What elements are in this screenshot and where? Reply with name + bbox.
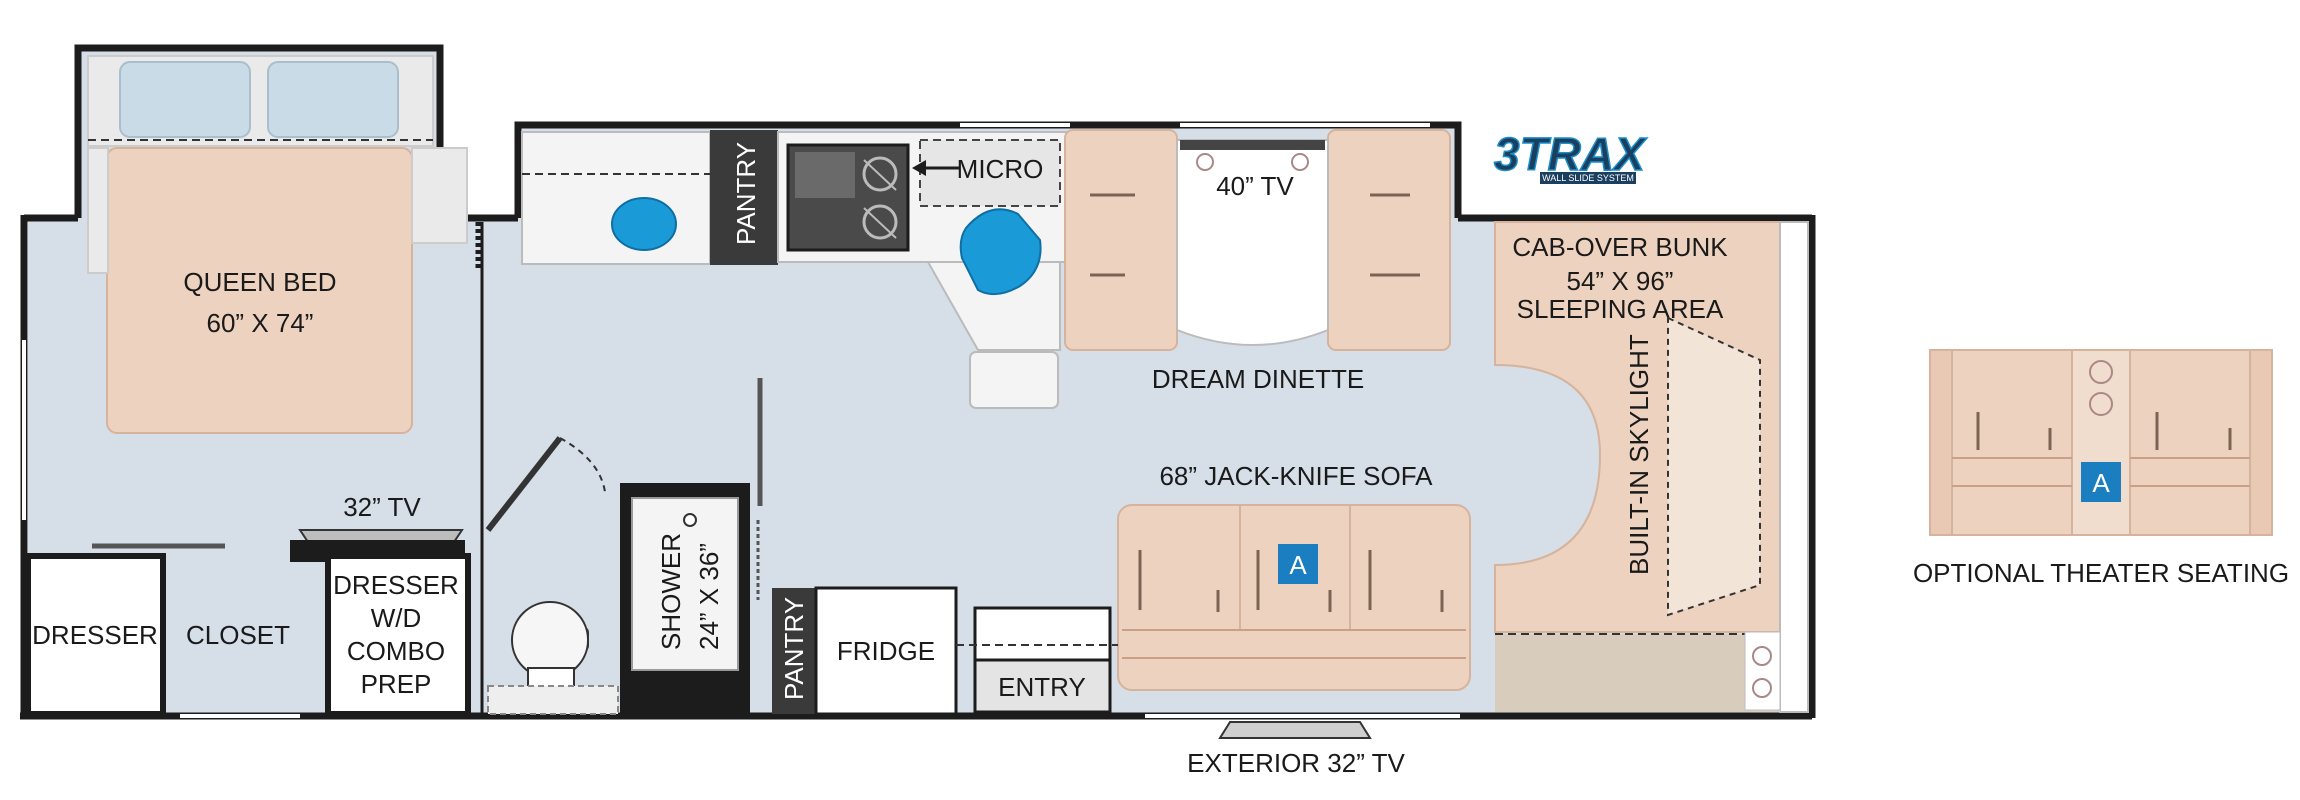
pantry-bottom-label: PANTRY bbox=[779, 597, 809, 700]
entry-label: ENTRY bbox=[998, 672, 1086, 702]
logo-tagline: WALL SLIDE SYSTEM bbox=[1542, 173, 1634, 183]
dresser-left-label: DRESSER bbox=[32, 620, 158, 650]
exterior-tv[interactable]: EXTERIOR 32” TV bbox=[1187, 721, 1406, 778]
bathroom-door[interactable] bbox=[485, 436, 606, 532]
exterior-tv-label: EXTERIOR 32” TV bbox=[1187, 748, 1405, 778]
fridge[interactable]: FRIDGE bbox=[814, 586, 958, 716]
tv-32-label: 32” TV bbox=[343, 492, 421, 522]
micro-label: MICRO bbox=[957, 154, 1044, 184]
closet-label: CLOSET bbox=[186, 620, 290, 650]
cab-area bbox=[1495, 631, 1781, 712]
built-in-skylight: BUILT-IN SKYLIGHT bbox=[1624, 316, 1761, 617]
pantry-top-label: PANTRY bbox=[731, 142, 761, 245]
dresser-wd-combo[interactable]: DRESSER W/D COMBO PREP bbox=[290, 540, 471, 717]
walls bbox=[20, 44, 1816, 720]
tv-40-label: 40” TV bbox=[1216, 171, 1294, 201]
jack-knife-sofa[interactable]: A 68” JACK-KNIFE SOFA bbox=[1117, 461, 1471, 691]
dresser-wd-line4: PREP bbox=[361, 669, 432, 699]
dresser-wd-line3: COMBO bbox=[347, 636, 445, 666]
logo-mark: 3TRAX bbox=[1494, 128, 1647, 180]
bathroom-counter bbox=[487, 685, 619, 715]
dresser-wd-line1: DRESSER bbox=[333, 570, 459, 600]
sleeping-area-label: SLEEPING AREA bbox=[1517, 294, 1724, 324]
optional-theater-seating[interactable]: A OPTIONAL THEATER SEATING bbox=[1913, 349, 2289, 588]
shower-label: SHOWER bbox=[656, 533, 686, 650]
dream-dinette-label: DREAM DINETTE bbox=[1152, 364, 1364, 394]
kitchen-stool[interactable] bbox=[969, 351, 1059, 409]
pantry-bottom[interactable]: PANTRY bbox=[772, 588, 816, 714]
queen-bed[interactable]: QUEEN BED 60” X 74” bbox=[87, 55, 468, 434]
kitchen-sink-large[interactable] bbox=[959, 208, 1042, 296]
bedroom-partition bbox=[475, 222, 484, 716]
queen-bed-size-label: 60” X 74” bbox=[207, 308, 314, 338]
shower-partition bbox=[756, 378, 763, 600]
3trax-logo: 3TRAX WALL SLIDE SYSTEM bbox=[1493, 126, 1648, 184]
queen-bed-label: QUEEN BED bbox=[183, 267, 336, 297]
shower-size-label: 24” X 36” bbox=[694, 543, 724, 650]
dresser-wd-line2: W/D bbox=[371, 603, 422, 633]
kitchen-counter bbox=[521, 131, 711, 265]
fridge-label: FRIDGE bbox=[837, 636, 935, 666]
closet[interactable]: CLOSET bbox=[92, 543, 290, 650]
pantry-top[interactable]: PANTRY bbox=[710, 130, 778, 265]
shower[interactable]: SHOWER 24” X 36” bbox=[620, 483, 750, 716]
microwave[interactable]: MICRO bbox=[912, 139, 1061, 207]
entry[interactable]: ENTRY bbox=[956, 606, 1118, 714]
theater-badge-a: A bbox=[2092, 468, 2110, 498]
optional-theater-label: OPTIONAL THEATER SEATING bbox=[1913, 558, 2289, 588]
cab-over-size-label: 54” X 96” bbox=[1567, 266, 1674, 296]
sofa-label: 68” JACK-KNIFE SOFA bbox=[1159, 461, 1433, 491]
tv-40[interactable]: 40” TV bbox=[1216, 171, 1294, 201]
skylight-label: BUILT-IN SKYLIGHT bbox=[1624, 334, 1654, 575]
sofa-badge-a: A bbox=[1289, 550, 1307, 580]
dresser-left[interactable]: DRESSER bbox=[25, 553, 166, 717]
windows bbox=[22, 123, 1460, 718]
cab-over-bunk-label: CAB-OVER BUNK bbox=[1512, 232, 1728, 262]
dinette[interactable] bbox=[1064, 129, 1451, 351]
kitchen-sink[interactable] bbox=[611, 197, 677, 251]
